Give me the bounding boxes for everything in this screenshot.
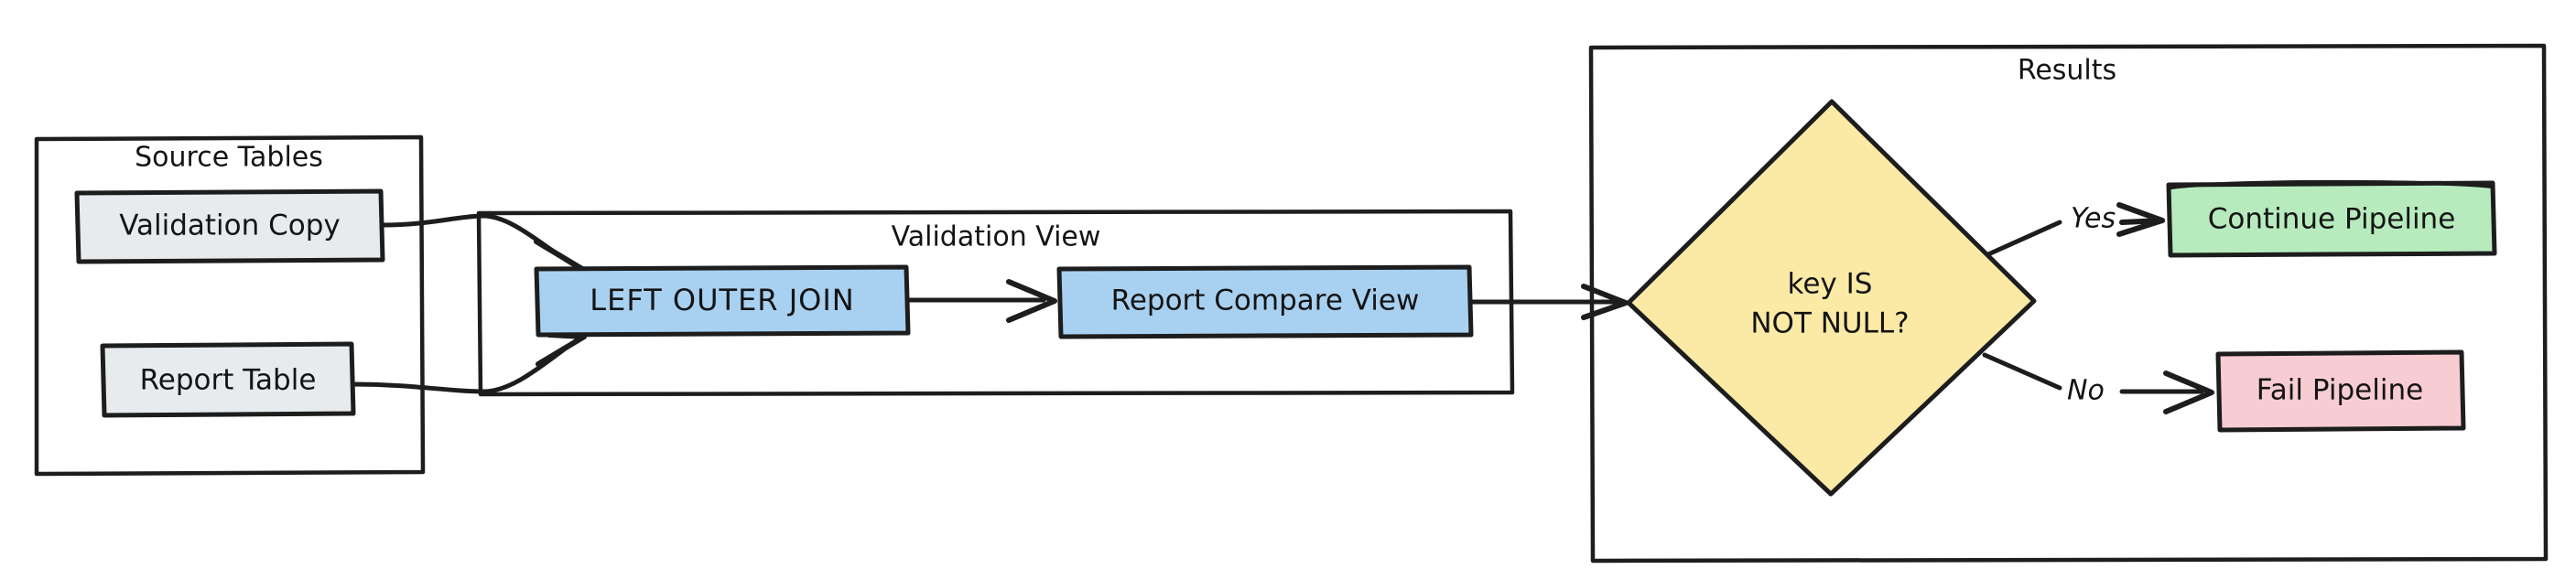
continue-pipeline-top-curve: [2170, 179, 2494, 189]
report-compare-view-shape[interactable]: [1056, 264, 1474, 339]
report-table-shape[interactable]: [100, 341, 356, 418]
node-fail-pipeline[interactable]: Fail Pipeline: [2215, 349, 2466, 433]
node-left-outer-join[interactable]: LEFT OUTER JOIN: [534, 264, 911, 338]
group-validation-view: Validation View: [476, 209, 1515, 397]
report-compare-view-label: Report Compare View: [1111, 285, 1420, 317]
fail-pipeline-shape[interactable]: [2215, 349, 2466, 433]
left-outer-join-label: LEFT OUTER JOIN: [590, 283, 854, 317]
node-report-compare-view[interactable]: Report Compare View: [1056, 264, 1474, 339]
results-label: Results: [2018, 55, 2116, 87]
edge-yes-label: Yes: [2071, 203, 2116, 235]
validation-copy-label: Validation Copy: [119, 209, 341, 242]
key-is-not-null-shape[interactable]: [1626, 99, 2037, 497]
node-key-is-not-null[interactable]: key IS NOT NULL?: [1626, 99, 2037, 497]
fail-pipeline-label: Fail Pipeline: [2257, 374, 2423, 407]
edge-compare-decision: [1469, 284, 1629, 320]
node-validation-copy[interactable]: Validation Copy: [74, 188, 385, 264]
edge-decision-yes: Yes: [1986, 202, 2165, 257]
key-is-not-null-label-line2: NOT NULL?: [1750, 307, 1909, 340]
report-table-label: Report Table: [140, 364, 317, 397]
validation-copy-shape[interactable]: [74, 188, 385, 264]
node-report-table[interactable]: Report Table: [100, 341, 356, 418]
node-continue-pipeline[interactable]: Continue Pipeline: [2166, 179, 2497, 258]
edge-no-label: No: [2067, 375, 2105, 407]
left-outer-join-shape[interactable]: [534, 264, 911, 338]
key-is-not-null-label-line1: key IS: [1788, 268, 1873, 301]
continue-pipeline-label: Continue Pipeline: [2208, 203, 2456, 236]
source-tables-label: Source Tables: [135, 142, 323, 174]
edge-join-compare: [906, 279, 1057, 323]
validation-view-border: [476, 209, 1515, 397]
edge-decision-no: No: [1982, 352, 2214, 414]
validation-view-label: Validation View: [892, 221, 1101, 253]
